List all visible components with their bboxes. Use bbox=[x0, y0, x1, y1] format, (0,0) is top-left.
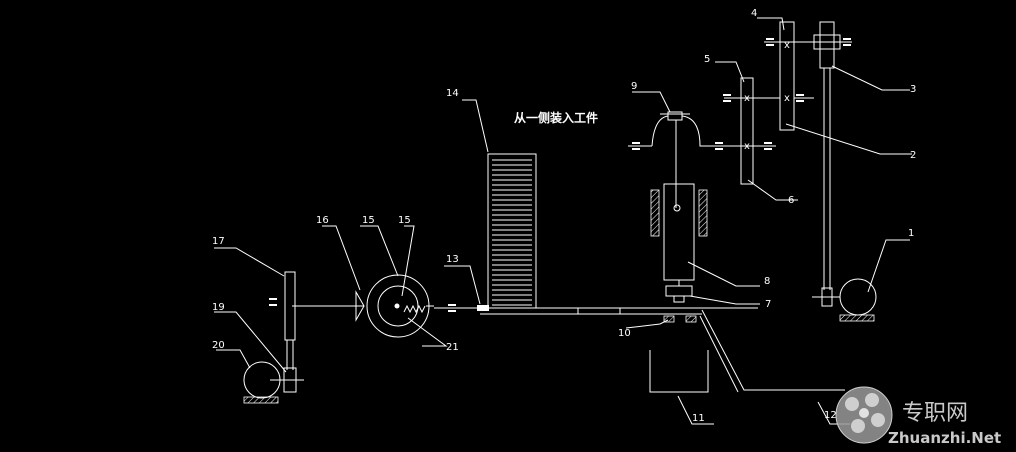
label-13: 13 bbox=[446, 254, 459, 265]
chute-12 bbox=[699, 309, 845, 393]
pusher-13 bbox=[434, 304, 489, 312]
svg-text:x: x bbox=[784, 40, 790, 51]
label-2: 2 bbox=[910, 150, 916, 161]
label-19: 19 bbox=[212, 302, 225, 313]
magazine-14 bbox=[487, 153, 537, 309]
label-15a: 15 bbox=[362, 215, 375, 226]
label-14: 14 bbox=[446, 88, 459, 99]
cam-15 bbox=[366, 274, 434, 338]
motor-20 bbox=[243, 361, 281, 404]
pulley-17 bbox=[269, 271, 296, 370]
label-5: 5 bbox=[704, 54, 710, 65]
label-1: 1 bbox=[908, 228, 914, 239]
crank-9 bbox=[628, 111, 710, 208]
label-12: 12 bbox=[824, 410, 837, 421]
gear-4-2: x x bbox=[752, 21, 820, 131]
pulley-19 bbox=[270, 367, 304, 393]
svg-text:x: x bbox=[744, 93, 750, 104]
belt-drive bbox=[823, 68, 831, 290]
die-10 bbox=[663, 315, 697, 323]
gear-3 bbox=[796, 21, 852, 69]
label-7: 7 bbox=[765, 299, 771, 310]
label-20: 20 bbox=[212, 340, 225, 351]
roller-16 bbox=[292, 290, 365, 322]
label-9: 9 bbox=[631, 81, 637, 92]
label-3: 3 bbox=[910, 84, 916, 95]
watermark-cn: 专职网 bbox=[902, 401, 968, 426]
label-17: 17 bbox=[212, 236, 225, 247]
label-11: 11 bbox=[692, 413, 705, 424]
gear-5-6: x x bbox=[706, 77, 776, 185]
watermark-en: Zhuanzhi.Net bbox=[888, 429, 1001, 447]
svg-text:x: x bbox=[744, 141, 750, 152]
label-6: 6 bbox=[788, 195, 794, 206]
feed-track bbox=[480, 307, 758, 315]
leader-lines bbox=[214, 17, 912, 425]
watermark: 专职网 Zhuanzhi.Net bbox=[835, 386, 1001, 447]
part-labels: 1 2 3 4 5 6 7 8 9 10 11 12 13 14 15 15 1… bbox=[212, 8, 916, 424]
motor-1 bbox=[812, 278, 877, 322]
label-16: 16 bbox=[316, 215, 329, 226]
slider-8 bbox=[650, 183, 708, 303]
label-21: 21 bbox=[446, 342, 459, 353]
bin-11 bbox=[649, 350, 709, 393]
label-15b: 15 bbox=[398, 215, 411, 226]
svg-text:x: x bbox=[784, 93, 790, 104]
label-8: 8 bbox=[764, 276, 770, 287]
label-10: 10 bbox=[618, 328, 631, 339]
loading-note: 从一侧装入工件 bbox=[514, 110, 598, 125]
label-4: 4 bbox=[751, 8, 757, 19]
